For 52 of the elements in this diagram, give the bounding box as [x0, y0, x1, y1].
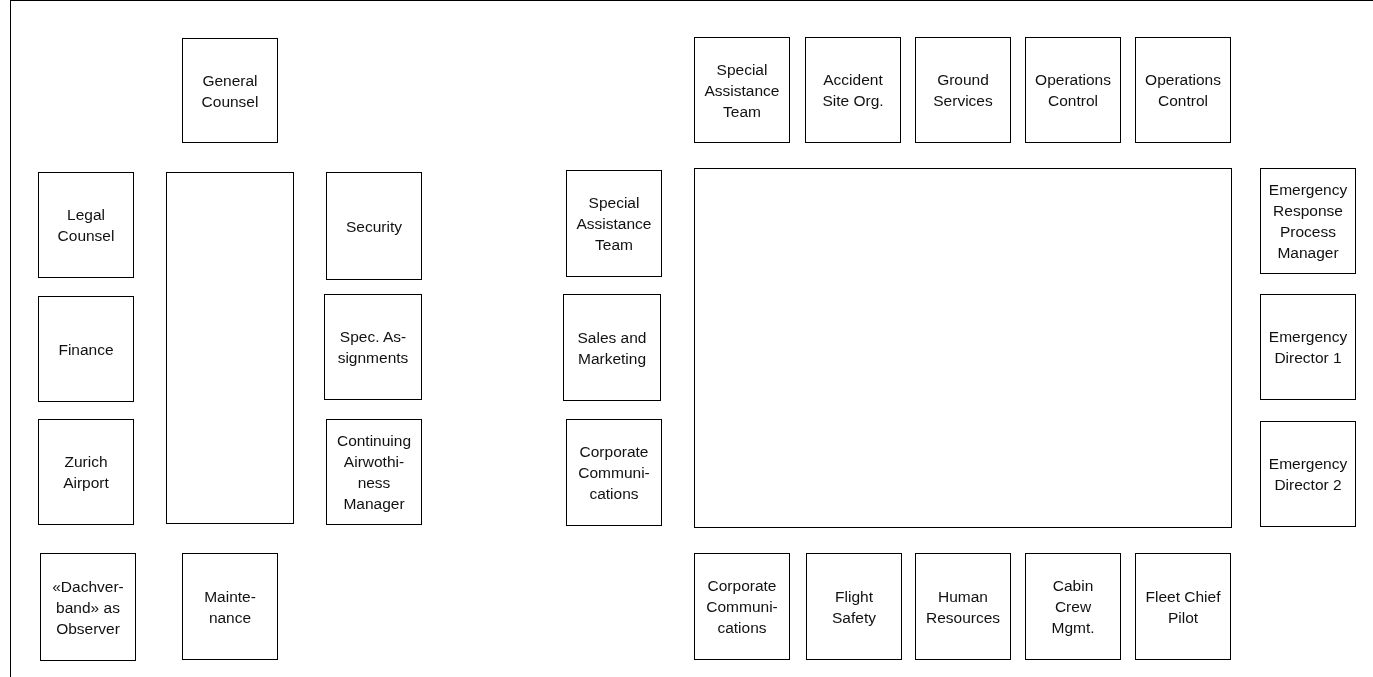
- seat-box: [694, 37, 790, 143]
- seat-label: Special Assistance Team: [703, 59, 781, 122]
- seat-box: [915, 37, 1011, 143]
- seat-label: Cabin Crew Mgmt.: [1050, 576, 1096, 638]
- seat-box: [1260, 168, 1356, 274]
- seat-label: Accident Site Org.: [821, 70, 885, 111]
- seat-label: Ground Services: [932, 70, 994, 111]
- seat-label: Legal Counsel: [56, 205, 116, 246]
- seat-box: [40, 553, 136, 661]
- seat-box: [566, 419, 662, 526]
- seat-label: «Dachver- band» as Observer: [51, 576, 125, 639]
- seat-box: [38, 172, 134, 278]
- seat-label: Operations Control: [1034, 70, 1112, 111]
- seat-label: Sales and Marketing: [576, 327, 648, 369]
- seat-box: [38, 419, 134, 525]
- seat-box: [38, 296, 134, 402]
- seat-label: Zurich Airport: [62, 452, 110, 493]
- table-box: [166, 172, 294, 524]
- seat-box: [182, 38, 278, 143]
- seat-box: [1025, 37, 1121, 143]
- seat-label: Flight Safety: [831, 586, 877, 628]
- seat-box: [1025, 553, 1121, 660]
- seat-label: Human Resources: [924, 586, 1002, 628]
- seat-label: General Counsel: [200, 70, 260, 112]
- seat-label: Continuing Airwothi- ness Manager: [335, 431, 413, 514]
- seat-box: [324, 294, 422, 400]
- seat-label: Mainte- nance: [203, 586, 257, 628]
- seat-box: [1135, 37, 1231, 143]
- seat-box: [326, 172, 422, 280]
- seat-label: Emergency Director 1: [1268, 327, 1348, 368]
- seat-label: Finance: [58, 339, 114, 360]
- seat-label: Fleet Chief Pilot: [1144, 586, 1222, 628]
- seat-label: Corporate Communi- cations: [705, 576, 779, 638]
- seat-box: [694, 553, 790, 660]
- seat-label: Operations Control: [1144, 70, 1222, 111]
- seat-label: Security: [346, 216, 402, 237]
- seat-box: [1135, 553, 1231, 660]
- seat-box: [806, 553, 902, 660]
- seat-label: Special Assistance Team: [575, 193, 653, 255]
- seat-box: [326, 419, 422, 525]
- seat-box: [1260, 421, 1356, 527]
- seat-label: Emergency Director 2: [1268, 454, 1348, 495]
- seat-box: [182, 553, 278, 660]
- seat-box: [805, 37, 901, 143]
- seat-label: Emergency Response Process Manager: [1268, 180, 1348, 263]
- seat-box: [915, 553, 1011, 660]
- seat-box: [566, 170, 662, 277]
- seat-label: Corporate Communi- cations: [577, 442, 651, 504]
- seat-box: [563, 294, 661, 401]
- seat-label: Spec. As- signments: [336, 327, 410, 368]
- table-box: [694, 168, 1232, 528]
- seat-box: [1260, 294, 1356, 400]
